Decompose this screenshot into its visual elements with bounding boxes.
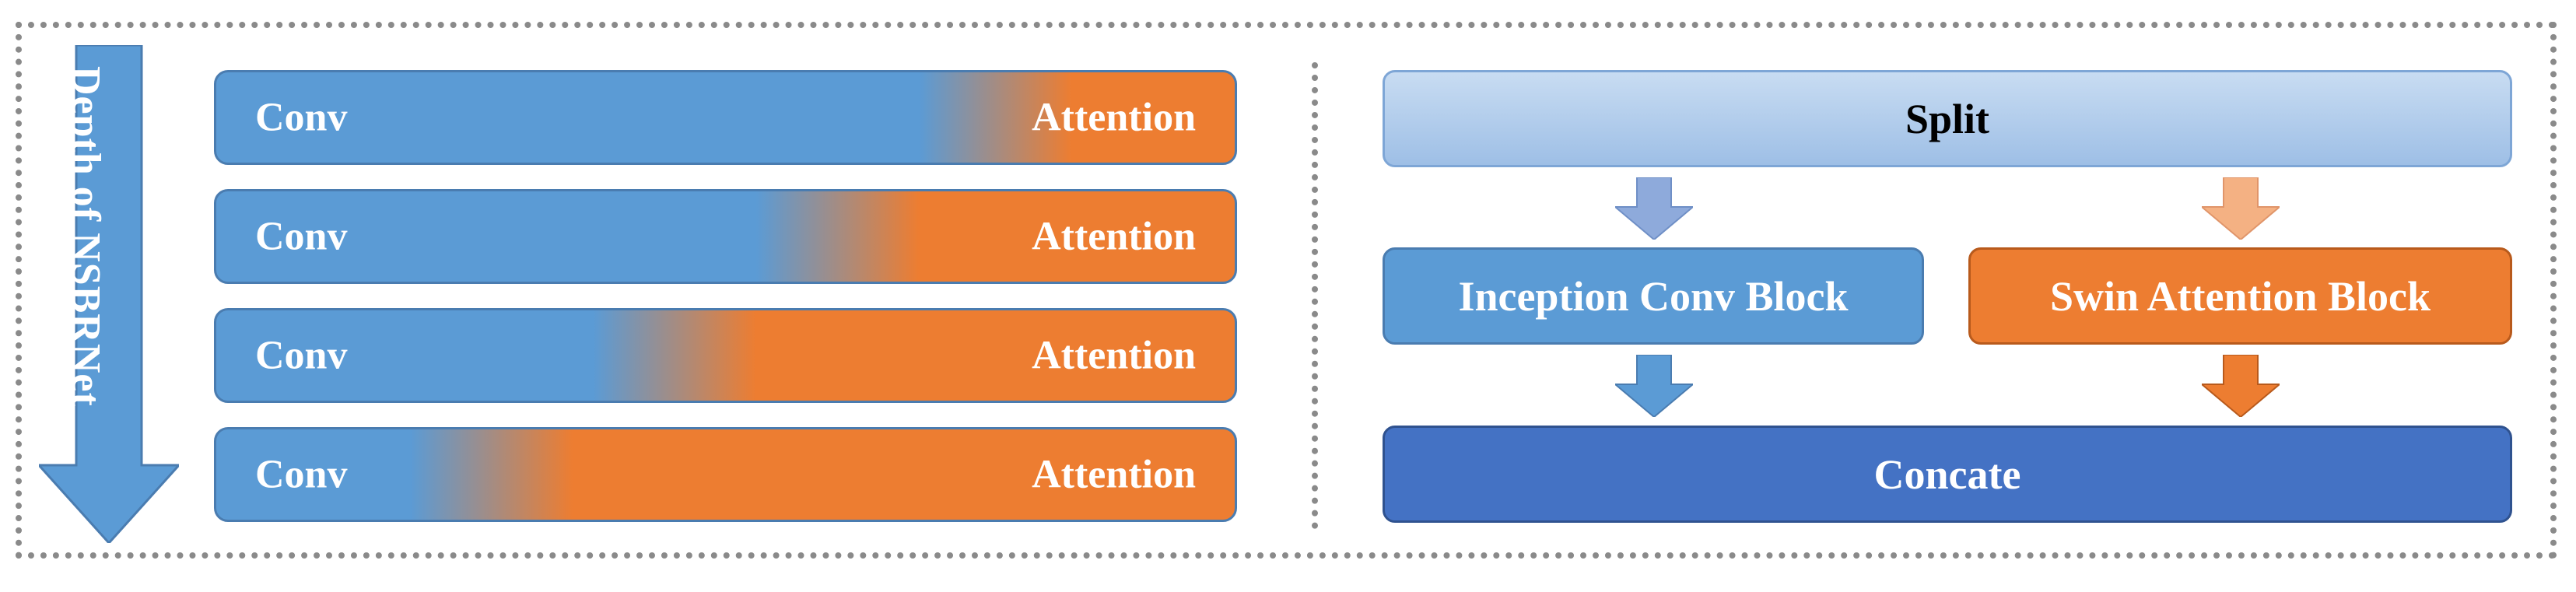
- swin-to-concate-arrow: [2202, 355, 2280, 417]
- attention-label: Attention: [1032, 452, 1196, 497]
- conv-attention-bar-3: Conv Attention: [214, 308, 1237, 403]
- split-to-inception-arrow: [1615, 177, 1693, 240]
- conv-label: Conv: [255, 95, 348, 140]
- conv-label: Conv: [255, 333, 348, 378]
- attention-label: Attention: [1032, 214, 1196, 259]
- conv-attention-bar-4: Conv Attention: [214, 427, 1237, 522]
- outer-dotted-frame: [16, 22, 2557, 559]
- depth-down-arrow: [39, 45, 179, 543]
- depth-label: Depth of NSBRNet: [64, 66, 108, 407]
- attention-label: Attention: [1032, 333, 1196, 378]
- swin-attention-block: Swin Attention Block: [1968, 247, 2512, 345]
- concate-box: Concate: [1383, 426, 2512, 523]
- conv-attention-bar-2: Conv Attention: [214, 189, 1237, 284]
- attention-label: Attention: [1032, 95, 1196, 140]
- inception-to-concate-arrow: [1615, 355, 1693, 417]
- conv-label: Conv: [255, 452, 348, 497]
- split-box: Split: [1383, 70, 2512, 167]
- split-to-swin-arrow: [2202, 177, 2280, 240]
- conv-attention-bar-1: Conv Attention: [214, 70, 1237, 165]
- conv-label: Conv: [255, 214, 348, 259]
- dotted-divider: [1312, 62, 1318, 529]
- inception-conv-block: Inception Conv Block: [1383, 247, 1924, 345]
